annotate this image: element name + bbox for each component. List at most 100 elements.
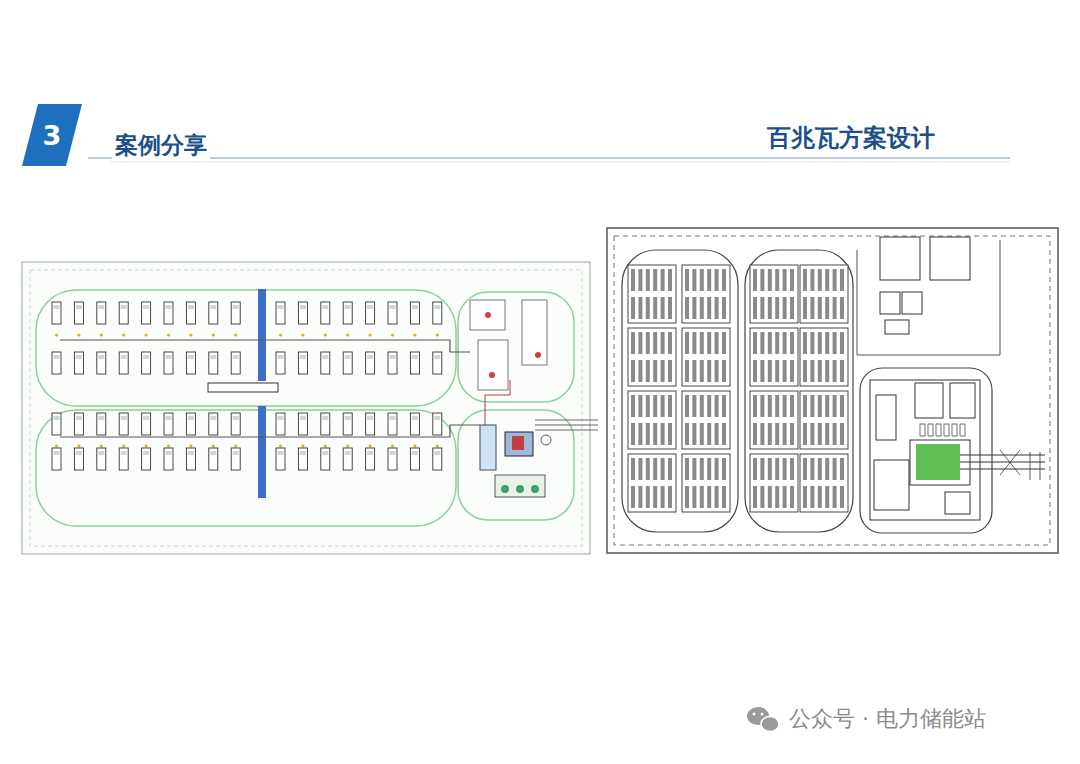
section-number: 3 (43, 120, 62, 151)
battery-rack (768, 395, 772, 417)
pcs-unit (278, 451, 284, 455)
switchgear (480, 425, 496, 470)
battery-rack (768, 458, 772, 480)
battery-rack (685, 360, 689, 382)
battery-rack (840, 458, 844, 480)
pcs-unit (166, 451, 172, 455)
bay (944, 424, 949, 436)
battery-rack (661, 458, 665, 480)
building (470, 300, 505, 330)
battery-container (343, 413, 352, 435)
pcs-unit (121, 416, 127, 420)
battery-rack (818, 486, 822, 508)
battery-rack (638, 458, 642, 480)
battery-rack (753, 458, 757, 480)
junction (436, 444, 439, 447)
battery-container (410, 413, 419, 435)
battery-rack (833, 360, 837, 382)
battery-rack (653, 332, 657, 354)
battery-rack (668, 297, 672, 319)
pcs-unit (345, 416, 351, 420)
pole (541, 435, 551, 445)
battery-rack (685, 423, 689, 445)
battery-rack (700, 297, 704, 319)
battery-rack (833, 486, 837, 508)
battery-rack (700, 458, 704, 480)
battery-rack (783, 332, 787, 354)
battery-rack (638, 332, 642, 354)
battery-rack (692, 332, 696, 354)
battery-rack (775, 486, 779, 508)
reactor (516, 485, 524, 493)
pcs-unit (121, 451, 127, 455)
battery-rack (722, 297, 726, 319)
battery-rack (638, 423, 642, 445)
pcs-unit (300, 416, 306, 420)
battery-rack (783, 269, 787, 291)
battery-rack (692, 458, 696, 480)
battery-rack (775, 395, 779, 417)
pcs-unit (322, 416, 328, 420)
pcs-unit (322, 305, 328, 309)
battery-container (52, 302, 61, 324)
pcs-unit (188, 451, 194, 455)
battery-rack (775, 423, 779, 445)
battery-rack (840, 332, 844, 354)
battery-rack (768, 360, 772, 382)
battery-rack (790, 395, 794, 417)
battery-rack (818, 458, 822, 480)
pcs-unit (121, 305, 127, 309)
battery-rack (631, 423, 635, 445)
battery-rack (825, 360, 829, 382)
battery-rack (722, 486, 726, 508)
pcs-unit (143, 451, 149, 455)
battery-rack (760, 297, 764, 319)
battery-rack (638, 395, 642, 417)
battery-rack (818, 269, 822, 291)
junction (77, 333, 80, 336)
road (857, 240, 1000, 355)
battery-rack (715, 395, 719, 417)
battery-cell-group (628, 328, 676, 386)
battery-rack (818, 332, 822, 354)
pcs-unit (121, 355, 127, 359)
battery-container (343, 448, 352, 470)
pcs-unit (76, 451, 82, 455)
main-transformer (512, 436, 524, 450)
battery-rack (803, 297, 807, 319)
battery-rack (783, 360, 787, 382)
header-rule (110, 162, 1010, 163)
battery-rack (700, 486, 704, 508)
battery-container (74, 352, 83, 374)
battery-container (276, 413, 285, 435)
battery-container (276, 352, 285, 374)
pcs-unit (367, 416, 373, 420)
battery-rack (692, 297, 696, 319)
container-array (52, 265, 965, 512)
battery-container (388, 448, 397, 470)
pcs-unit (54, 305, 60, 309)
pcs-unit (322, 355, 328, 359)
battery-rack (715, 269, 719, 291)
battery-rack (631, 458, 635, 480)
battery-container (410, 448, 419, 470)
battery-rack (692, 395, 696, 417)
battery-rack (653, 269, 657, 291)
battery-cell-group (750, 391, 798, 449)
battery-container (321, 448, 330, 470)
battery-rack (631, 395, 635, 417)
reactor (501, 485, 509, 493)
pcs-unit (210, 305, 216, 309)
road-loop (36, 410, 456, 526)
battery-rack (661, 486, 665, 508)
junction (346, 333, 349, 336)
junction (145, 444, 148, 447)
battery-rack (760, 395, 764, 417)
battery-rack (638, 269, 642, 291)
junction (122, 444, 125, 447)
fire-lane (258, 406, 266, 498)
battery-container (433, 302, 442, 324)
junction (413, 333, 416, 336)
battery-rack (833, 423, 837, 445)
battery-container (433, 448, 442, 470)
